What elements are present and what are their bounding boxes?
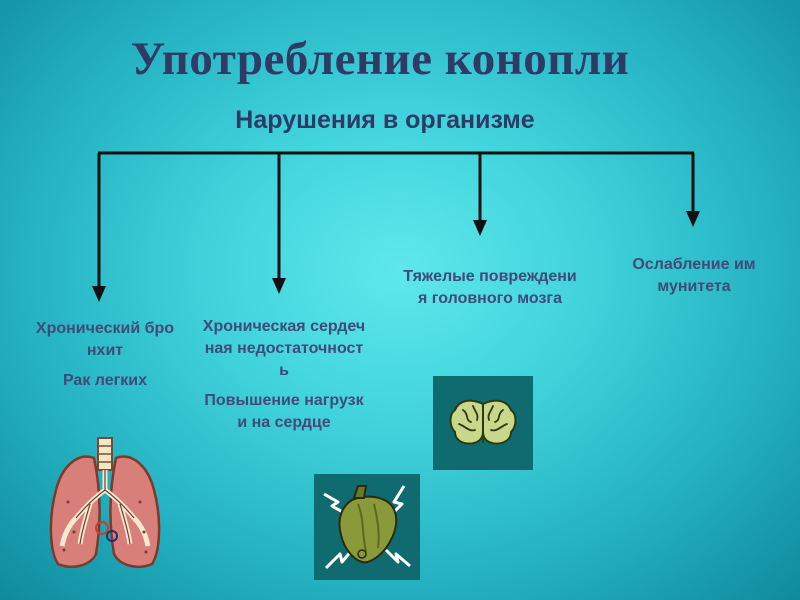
arrowhead-2 xyxy=(272,278,286,294)
arrowhead-3 xyxy=(473,220,487,236)
arrowhead-1 xyxy=(92,286,106,302)
slide-title: Употребление конопли xyxy=(130,33,630,85)
brain-icon xyxy=(433,376,533,470)
arrowhead-4 xyxy=(686,211,700,227)
branch-4-line-1: Ослабление иммунитета xyxy=(632,256,756,295)
branch-label-brain-damage: Тяжелые повреждения головного мозга xyxy=(402,266,578,310)
branch-2-line-1: Хроническая сердечная недостаточность xyxy=(202,318,366,379)
branch-label-immunity: Ослабление иммунитета xyxy=(630,254,758,298)
branch-1-line-2: Рак легких xyxy=(62,372,148,389)
branch-2-line-2: Повышение нагрузки на сердце xyxy=(204,392,364,431)
branch-label-heart-failure: Хроническая сердечная недостаточность По… xyxy=(202,316,366,434)
branch-1-line-1: Хронический бронхит xyxy=(35,320,175,359)
branch-label-bronchitis: Хронический бронхит Рак легких xyxy=(34,318,176,392)
heart-icon xyxy=(314,474,420,580)
slide-subtitle: Нарушения в организме xyxy=(235,106,535,134)
branch-3-line-1: Тяжелые повреждения головного мозга xyxy=(403,268,577,307)
lungs-icon xyxy=(49,437,161,568)
